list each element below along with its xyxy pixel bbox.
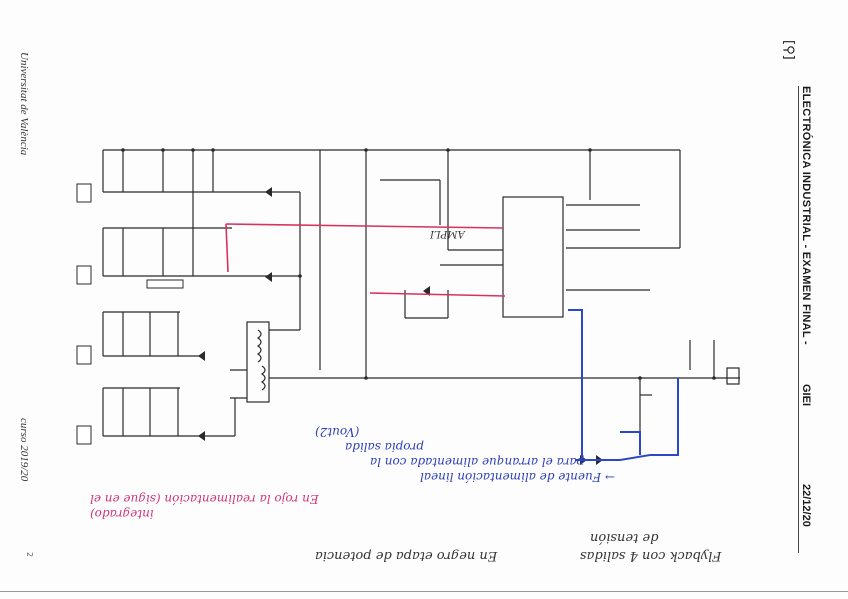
page-number: 2 — [25, 552, 34, 558]
handwritten-note-pink-2: integrado) — [90, 507, 154, 521]
handwritten-note-blue-3: propia salida — [345, 440, 424, 454]
page-edge — [0, 591, 848, 592]
header-divider — [798, 86, 799, 553]
handwritten-note-ampli: AMPLI — [430, 228, 465, 239]
handwritten-note-blue-4: (Vout2) — [315, 425, 360, 439]
handwritten-note-black-1b: de tensión — [590, 530, 659, 545]
university-name: Universitat de València — [18, 52, 30, 156]
handwritten-note-blue-2: para el arranque alimentada con la — [370, 455, 585, 469]
university-seal-icon: [⚲] — [781, 40, 796, 60]
course-year: curso 2019/20 — [18, 418, 30, 482]
exam-subject: GIEI — [800, 384, 812, 407]
exam-title: ELECTRÓNICA INDUSTRIAL - EXAMEN FINAL - — [800, 86, 812, 345]
exam-date: 22/12/20 — [800, 484, 812, 527]
handwritten-note-black-2: En negro etapa de potencia — [315, 548, 498, 563]
handwritten-note-blue-1: → Fuente de alimentación lineal — [420, 470, 615, 484]
handwritten-note-black-1a: Flyback con 4 salidas — [580, 548, 722, 563]
handwritten-note-pink-1: En rojo la realimentación (sigue en el — [90, 492, 319, 506]
